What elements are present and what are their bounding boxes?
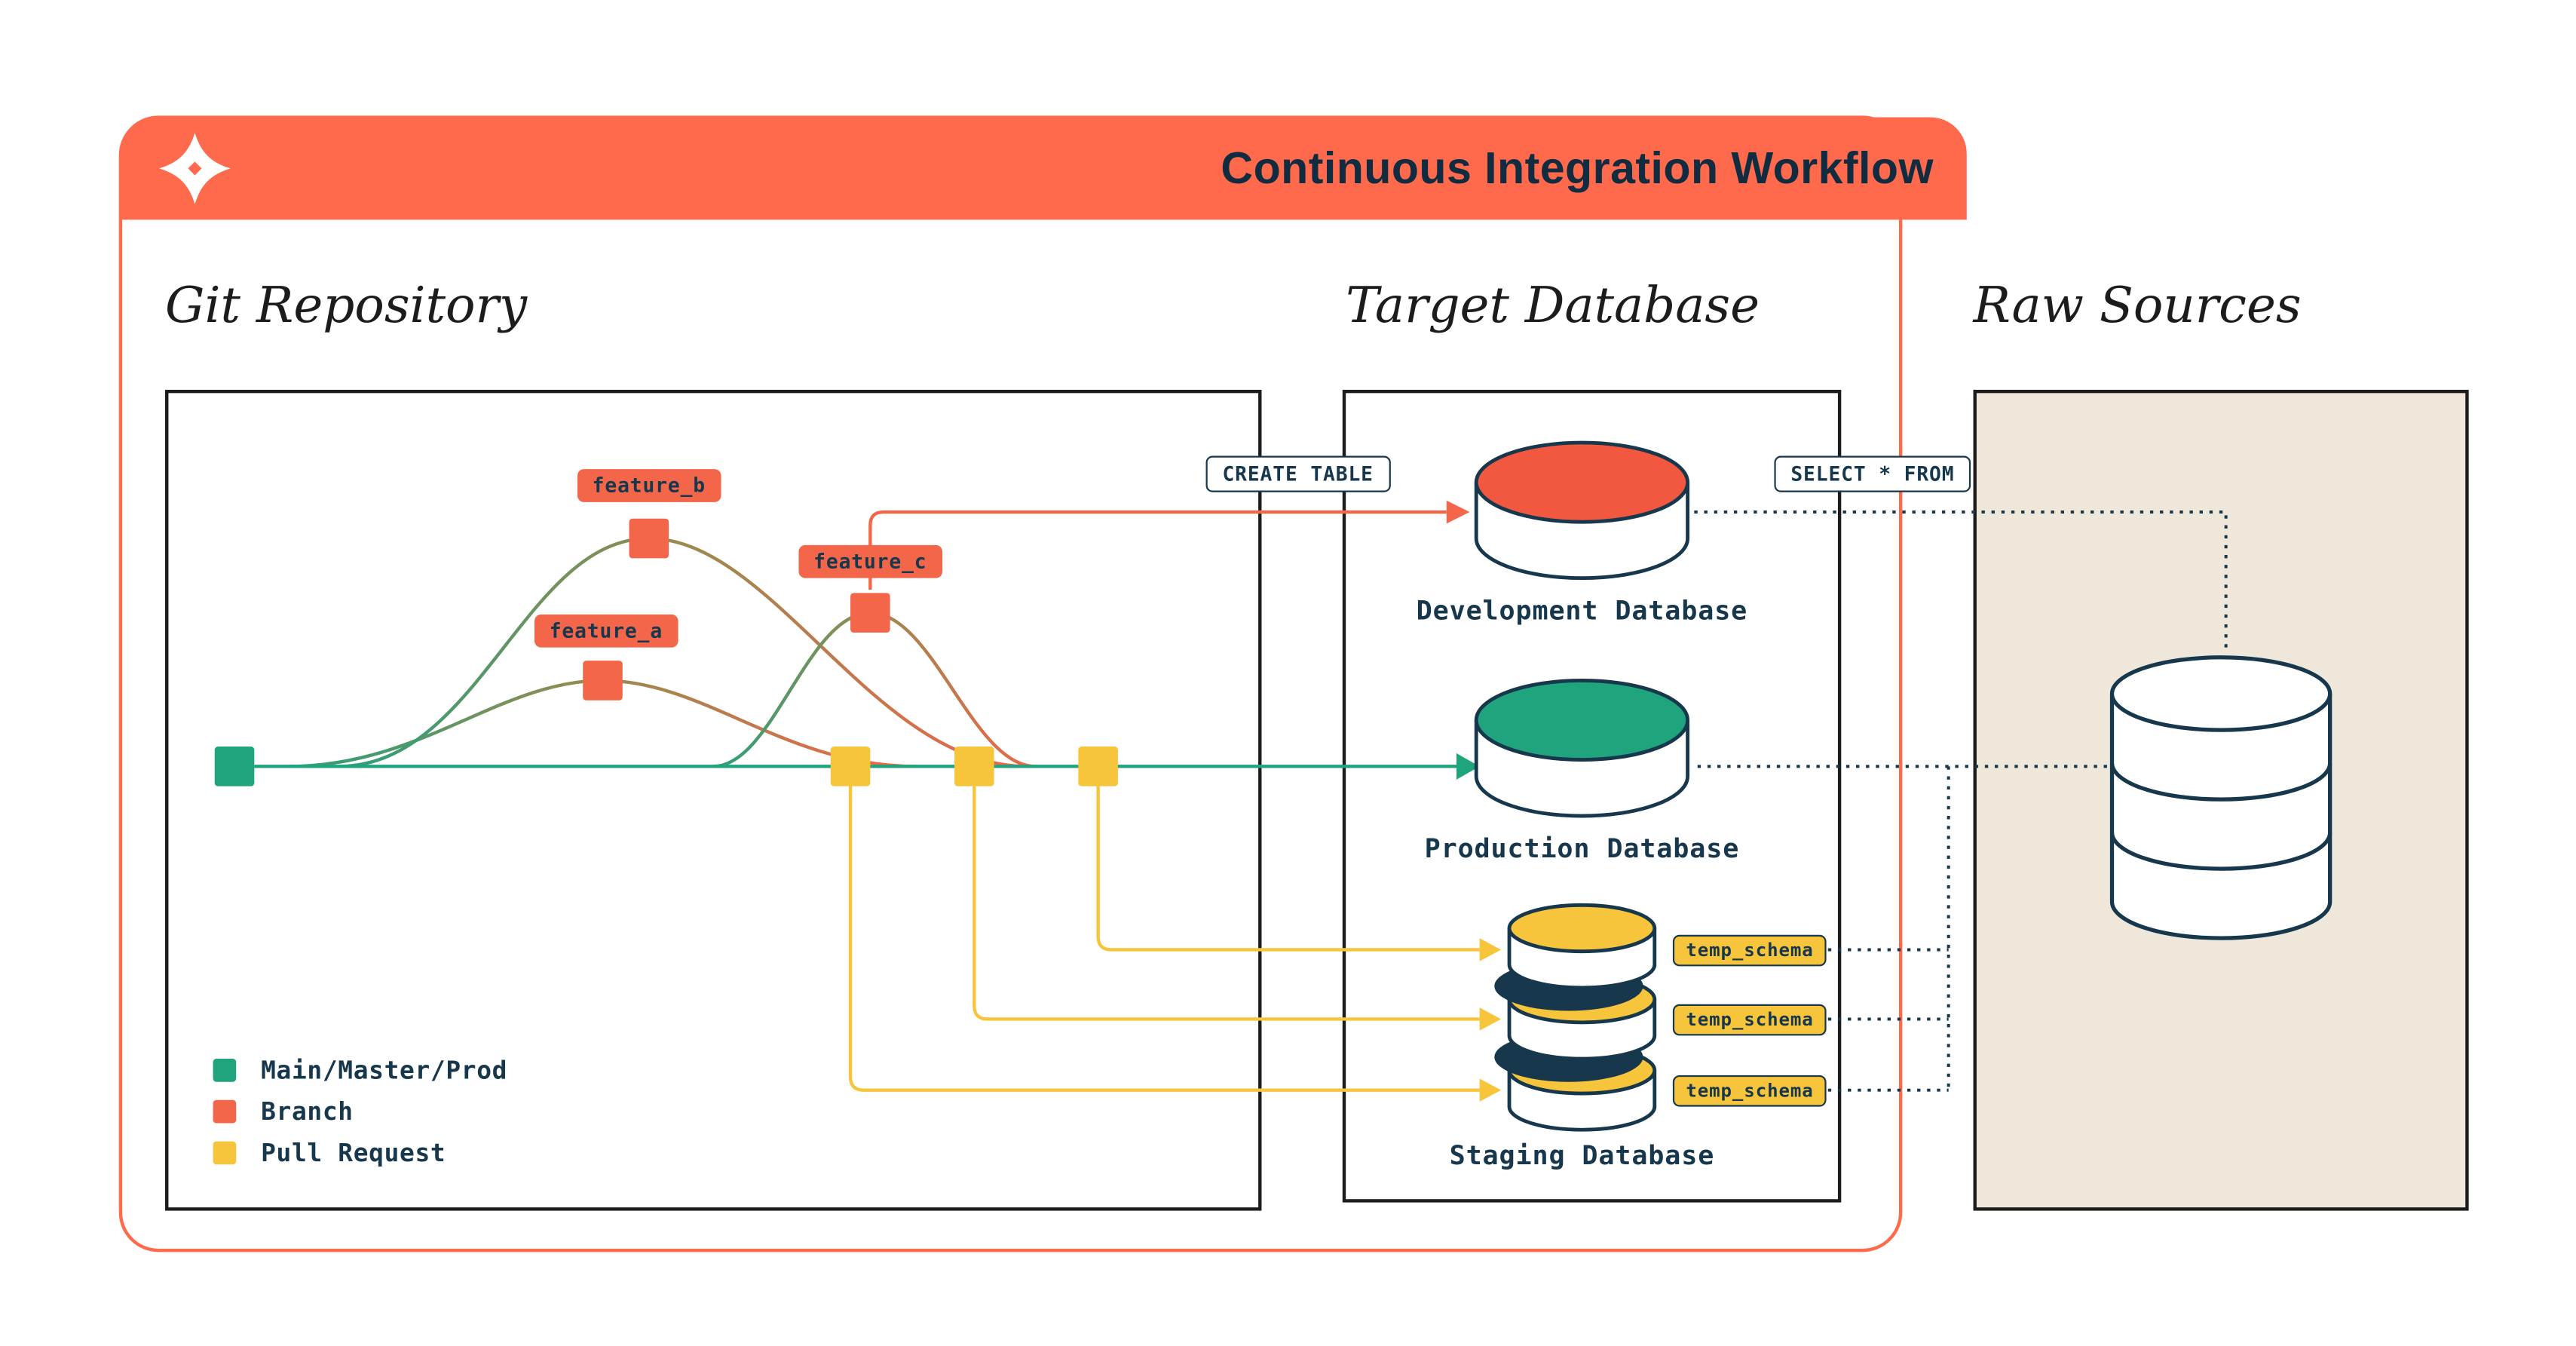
legend-item-pull-request: Pull Request	[213, 1137, 508, 1167]
development-database-icon	[1474, 440, 1689, 581]
feature-b-node	[629, 518, 669, 559]
branch-curve-feature-c	[713, 611, 1036, 768]
temp-schema-badge-3: temp_schema	[1672, 1075, 1827, 1107]
production-database-label: Production Database	[1424, 832, 1740, 864]
pull-request-connectors	[848, 786, 1480, 1092]
feature-c-badge: feature_c	[798, 544, 942, 578]
development-database-label: Development Database	[1416, 594, 1748, 627]
legend-swatch-branch	[213, 1099, 237, 1123]
feature-a-badge: feature_a	[534, 614, 678, 648]
workflow-title: Continuous Integration Workflow	[1221, 143, 1934, 193]
pull-request-node-1	[830, 747, 871, 786]
raw-source-dotted-connectors	[1694, 510, 2228, 1092]
feature-c-node	[850, 593, 890, 633]
git-repository-box	[165, 389, 1262, 1211]
temp-schema-badge-1: temp_schema	[1672, 934, 1827, 967]
card-header: Continuous Integration Workflow	[120, 117, 1967, 220]
legend-label-pull-request: Pull Request	[261, 1137, 446, 1167]
raw-sources-heading: Raw Sources	[1973, 277, 2302, 336]
pull-request-node-2	[954, 747, 994, 786]
legend-item-branch: Branch	[213, 1096, 508, 1126]
production-database-icon	[1474, 679, 1689, 818]
create-table-badge: CREATE TABLE	[1205, 455, 1390, 492]
dbt-logo-icon	[159, 133, 231, 204]
staging-database-label: Staging Database	[1449, 1139, 1715, 1171]
pull-request-node-3	[1078, 747, 1118, 786]
legend-label-main: Main/Master/Prod	[261, 1054, 508, 1084]
arrowhead-prod	[1456, 753, 1480, 780]
arrowhead-dev	[1446, 500, 1470, 524]
raw-sources-database-icon	[2109, 655, 2332, 940]
legend-swatch-main	[213, 1057, 237, 1081]
feature-b-badge: feature_b	[577, 469, 721, 502]
legend: Main/Master/Prod Branch Pull Request	[213, 1054, 508, 1167]
graph-nodes	[214, 518, 1118, 786]
create-table-connector	[868, 500, 1470, 590]
target-database-heading: Target Database	[1346, 277, 1760, 336]
main-commit-node	[214, 747, 255, 786]
legend-item-main: Main/Master/Prod	[213, 1054, 508, 1084]
git-repository-heading: Git Repository	[165, 277, 528, 336]
staging-database-icon	[1494, 903, 1657, 1132]
staging-arrowheads	[1479, 938, 1502, 1102]
select-from-badge: SELECT * FROM	[1774, 455, 1971, 492]
temp-schema-badge-2: temp_schema	[1672, 1004, 1827, 1036]
legend-label-branch: Branch	[261, 1096, 354, 1126]
legend-swatch-pull-request	[213, 1140, 237, 1164]
feature-a-node	[583, 661, 623, 701]
